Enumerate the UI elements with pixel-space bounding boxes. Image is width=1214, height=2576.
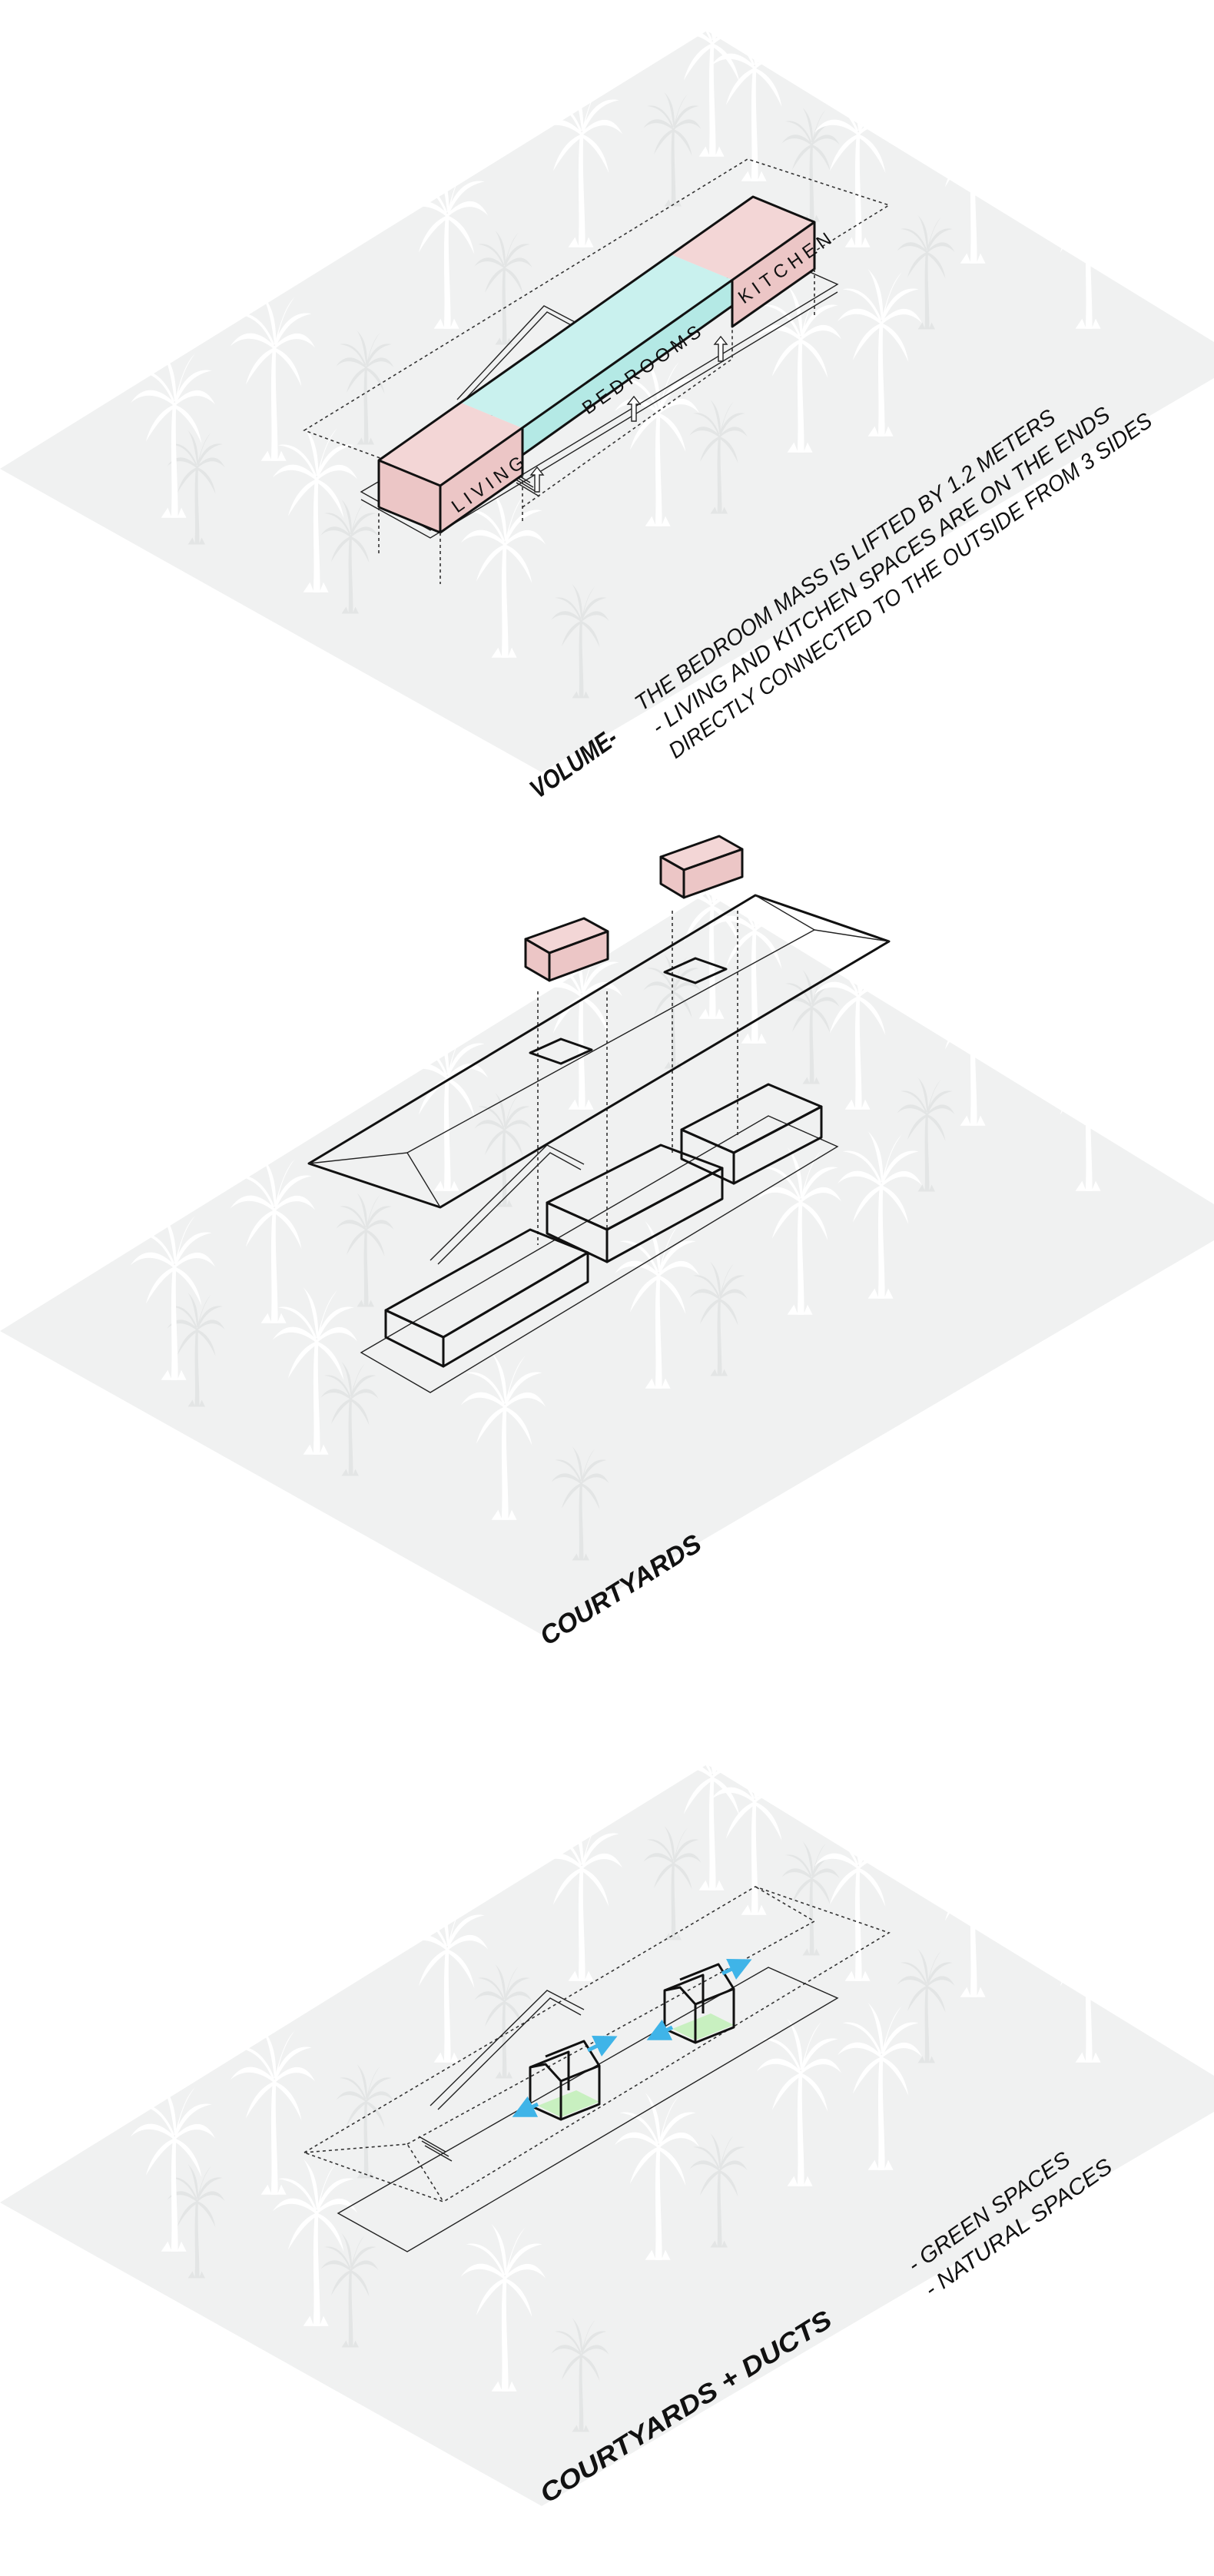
duct-frame [512, 2035, 618, 2121]
bedroom-box [546, 1144, 724, 1263]
airflow-arrow-icon [586, 2035, 618, 2057]
entrance-steps-icon [418, 2136, 453, 2162]
plinth [337, 1967, 839, 2252]
plinth [360, 1115, 839, 1393]
bedrooms-front [522, 280, 732, 455]
site-ground [0, 31, 1214, 772]
courtyard-opening [663, 957, 728, 984]
roof [307, 894, 891, 1209]
courtyard-opening [529, 1037, 593, 1065]
panel-courtyards-ducts: COURTYARDS + DUCTS - GREEN SPACES - NATU… [0, 1723, 1214, 2509]
duct-frame [646, 1958, 752, 2044]
courtyard-outline [430, 1990, 585, 2106]
roof-ridge [406, 1886, 816, 2145]
kitchen-box [680, 1083, 823, 1185]
panel-volume: LIVING BEDROOMS KITCHEN VOLUME- THE BEDR… [0, 0, 1214, 805]
kitchen-top [671, 197, 814, 280]
lift-projection-lines [378, 269, 815, 584]
courtyard-outline-inner [437, 1152, 582, 1265]
courtyard-block [659, 835, 744, 899]
site-ground [0, 1764, 1214, 2506]
courtyard-outline-inner [437, 1997, 582, 2110]
living-front [440, 428, 522, 533]
lift-arrow-icon [529, 335, 728, 493]
courtyard-outline [456, 305, 577, 400]
roof-outline [303, 1886, 891, 2203]
courtyard-outline-inner [464, 311, 573, 400]
bedrooms-top [461, 254, 732, 428]
roof-ridge [304, 2143, 444, 2203]
airflow-arrow-icon [721, 1958, 752, 1980]
kitchen-front [732, 222, 814, 327]
plinth-edge [360, 291, 838, 539]
living-side [379, 460, 440, 533]
airflow-arrow-icon [646, 2019, 674, 2040]
panel-courtyards: COURTYARDS [0, 835, 1214, 1651]
site-ground [0, 893, 1214, 1635]
projection-lines [537, 911, 738, 1245]
living-top [379, 403, 522, 486]
airflow-arrow-icon [512, 2096, 539, 2117]
courtyard-block [524, 917, 609, 982]
